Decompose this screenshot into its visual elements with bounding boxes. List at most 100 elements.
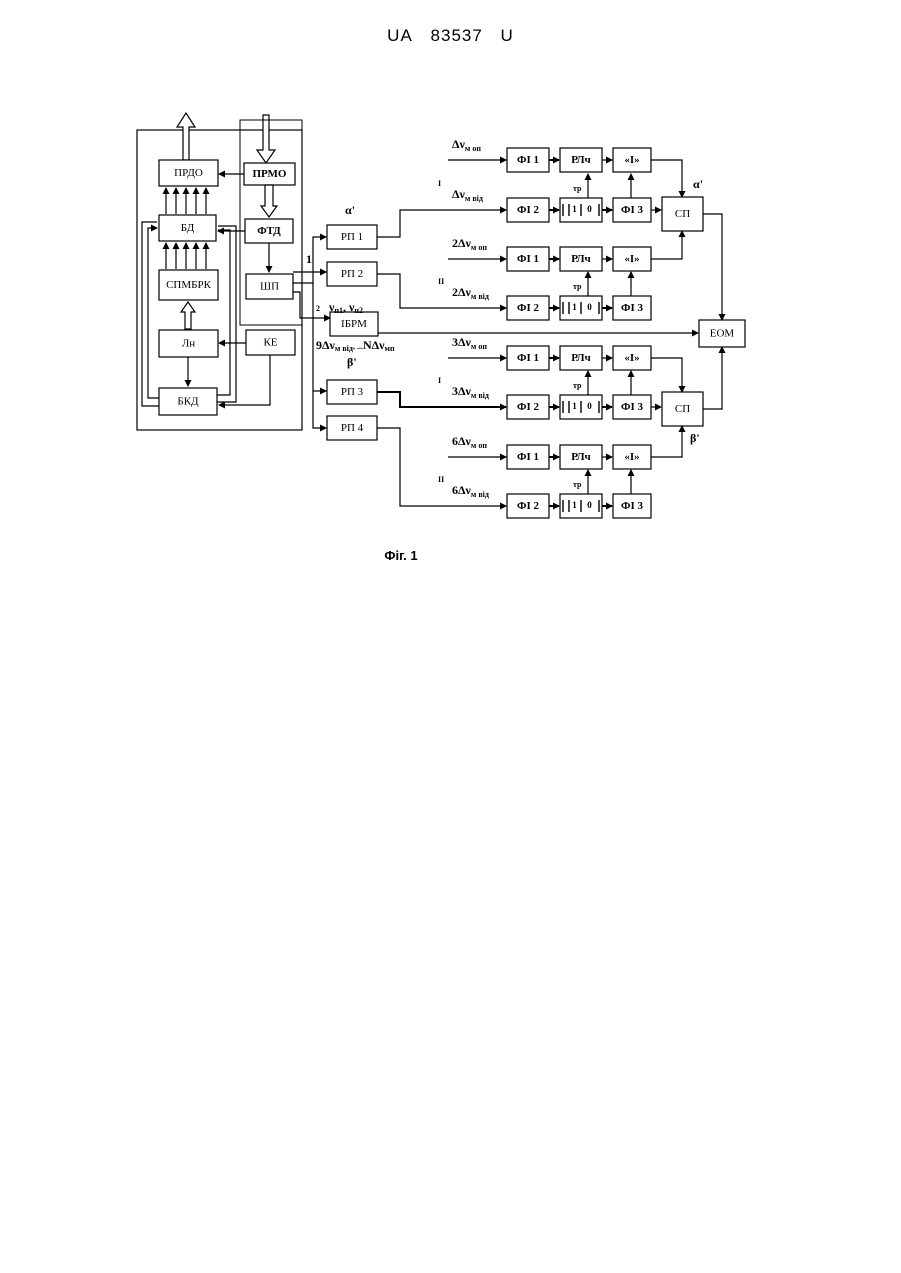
block-rlch: РЛч (560, 148, 602, 172)
svg-text:«І»: «І» (624, 451, 639, 463)
block-rlch: РЛч (560, 346, 602, 370)
block-counter: 10 (560, 198, 602, 222)
svg-text:КЕ: КЕ (263, 337, 277, 349)
svg-text:БКД: БКД (177, 396, 199, 408)
block-rlch: РЛч (560, 247, 602, 271)
block-integrator: «І» (613, 148, 651, 172)
block-prmo: ПРМО (244, 163, 295, 185)
block-fi3: ФІ 3 (613, 198, 651, 222)
svg-text:0: 0 (587, 302, 592, 312)
alpha-label-left: α' (345, 203, 355, 217)
block-fi1: ФІ 1 (507, 346, 549, 370)
block-fi2: ФІ 2 (507, 198, 549, 222)
svg-text:ФІ 2: ФІ 2 (517, 401, 539, 413)
svg-text:СПМБРК: СПМБРК (166, 279, 211, 291)
beta-label-right: β' (690, 431, 700, 445)
tr-label: тр (573, 381, 582, 390)
svg-text:ШП: ШП (260, 281, 279, 293)
block-eom: ЕОМ (699, 320, 745, 347)
svg-text:РП 1: РП 1 (341, 231, 363, 243)
svg-text:0: 0 (587, 204, 592, 214)
svg-text:ФІ 3: ФІ 3 (621, 204, 643, 216)
block-fi1: ФІ 1 (507, 445, 549, 469)
svg-text:РЛч: РЛч (571, 154, 590, 166)
channel-roman-label: I (438, 376, 441, 385)
channel-roman-label: II (438, 277, 444, 286)
svg-text:«І»: «І» (624, 154, 639, 166)
block-integrator: «І» (613, 346, 651, 370)
svg-text:«І»: «І» (624, 253, 639, 265)
svg-text:1: 1 (572, 302, 577, 312)
svg-text:СП: СП (675, 208, 690, 220)
svg-text:ПРДО: ПРДО (174, 167, 203, 179)
frequency-range-label: 9Δνм від, ...NΔνмп (316, 338, 395, 353)
block-fi3: ФІ 3 (613, 395, 651, 419)
channel-roman-label: II (438, 475, 444, 484)
block-sp-bottom: СП (662, 392, 703, 426)
svg-text:ФІ 2: ФІ 2 (517, 204, 539, 216)
block-rlch: РЛч (560, 445, 602, 469)
nu-label: νп1, νп2 (328, 300, 363, 315)
channel-input-label: 3Δνм від (452, 384, 489, 400)
svg-text:РЛч: РЛч (571, 451, 590, 463)
block-fi2: ФІ 2 (507, 494, 549, 518)
svg-text:ФІ 1: ФІ 1 (517, 352, 539, 364)
block-shp: ШП (246, 274, 293, 299)
svg-text:РЛч: РЛч (571, 352, 590, 364)
alpha-label-right: α' (693, 177, 703, 191)
block-ibrm: ІБРМ (330, 312, 378, 336)
block-ftd: ФТД (245, 219, 293, 243)
svg-text:0: 0 (587, 401, 592, 411)
block-fi3: ФІ 3 (613, 296, 651, 320)
block-sp-top: СП (662, 197, 703, 231)
block-rp2: РП 2 (327, 262, 377, 286)
block-integrator: «І» (613, 445, 651, 469)
figure-caption: Фіг. 1 (384, 548, 417, 563)
svg-text:СП: СП (675, 403, 690, 415)
svg-text:ІБРМ: ІБРМ (341, 318, 367, 330)
channel-input-label: 3Δνм оп (452, 335, 487, 351)
svg-text:РП 4: РП 4 (341, 422, 364, 434)
block-counter: 10 (560, 395, 602, 419)
block-counter: 10 (560, 296, 602, 320)
block-prdo: ПРДО (159, 160, 218, 186)
svg-text:ФТД: ФТД (257, 225, 281, 237)
wire-1-label: 1 (306, 252, 312, 266)
tr-label: тр (573, 282, 582, 291)
svg-text:ФІ 1: ФІ 1 (517, 253, 539, 265)
block-fi1: ФІ 1 (507, 247, 549, 271)
block-counter: 10 (560, 494, 602, 518)
block-ln: Лн (159, 330, 218, 357)
svg-text:Лн: Лн (182, 338, 195, 350)
svg-text:ФІ 3: ФІ 3 (621, 500, 643, 512)
block-integrator: «І» (613, 247, 651, 271)
block-fi2: ФІ 2 (507, 296, 549, 320)
beta-label-mid: β' (347, 355, 357, 369)
svg-text:ФІ 3: ФІ 3 (621, 401, 643, 413)
wire-2-label: 2 (316, 304, 320, 313)
svg-text:РП 3: РП 3 (341, 386, 364, 398)
block-rp3: РП 3 (327, 380, 377, 404)
block-fi1: ФІ 1 (507, 148, 549, 172)
svg-text:ПРМО: ПРМО (252, 168, 286, 180)
svg-text:ЕОМ: ЕОМ (710, 328, 735, 340)
svg-text:1: 1 (572, 401, 577, 411)
svg-text:ФІ 2: ФІ 2 (517, 500, 539, 512)
svg-text:1: 1 (572, 500, 577, 510)
svg-text:ФІ 3: ФІ 3 (621, 302, 643, 314)
block-bkd: БКД (159, 388, 217, 415)
channel-input-label: Δνм оп (452, 137, 481, 153)
tr-label: тр (573, 480, 582, 489)
svg-text:1: 1 (572, 204, 577, 214)
svg-text:ФІ 1: ФІ 1 (517, 154, 539, 166)
svg-text:РП 2: РП 2 (341, 268, 363, 280)
block-rp1: РП 1 (327, 225, 377, 249)
svg-text:БД: БД (181, 222, 195, 234)
channel-input-label: 2Δνм оп (452, 236, 487, 252)
svg-text:РЛч: РЛч (571, 253, 590, 265)
block-bd: БД (159, 215, 216, 241)
channel-input-label: 6Δνм оп (452, 434, 487, 450)
svg-text:«І»: «І» (624, 352, 639, 364)
svg-text:0: 0 (587, 500, 592, 510)
